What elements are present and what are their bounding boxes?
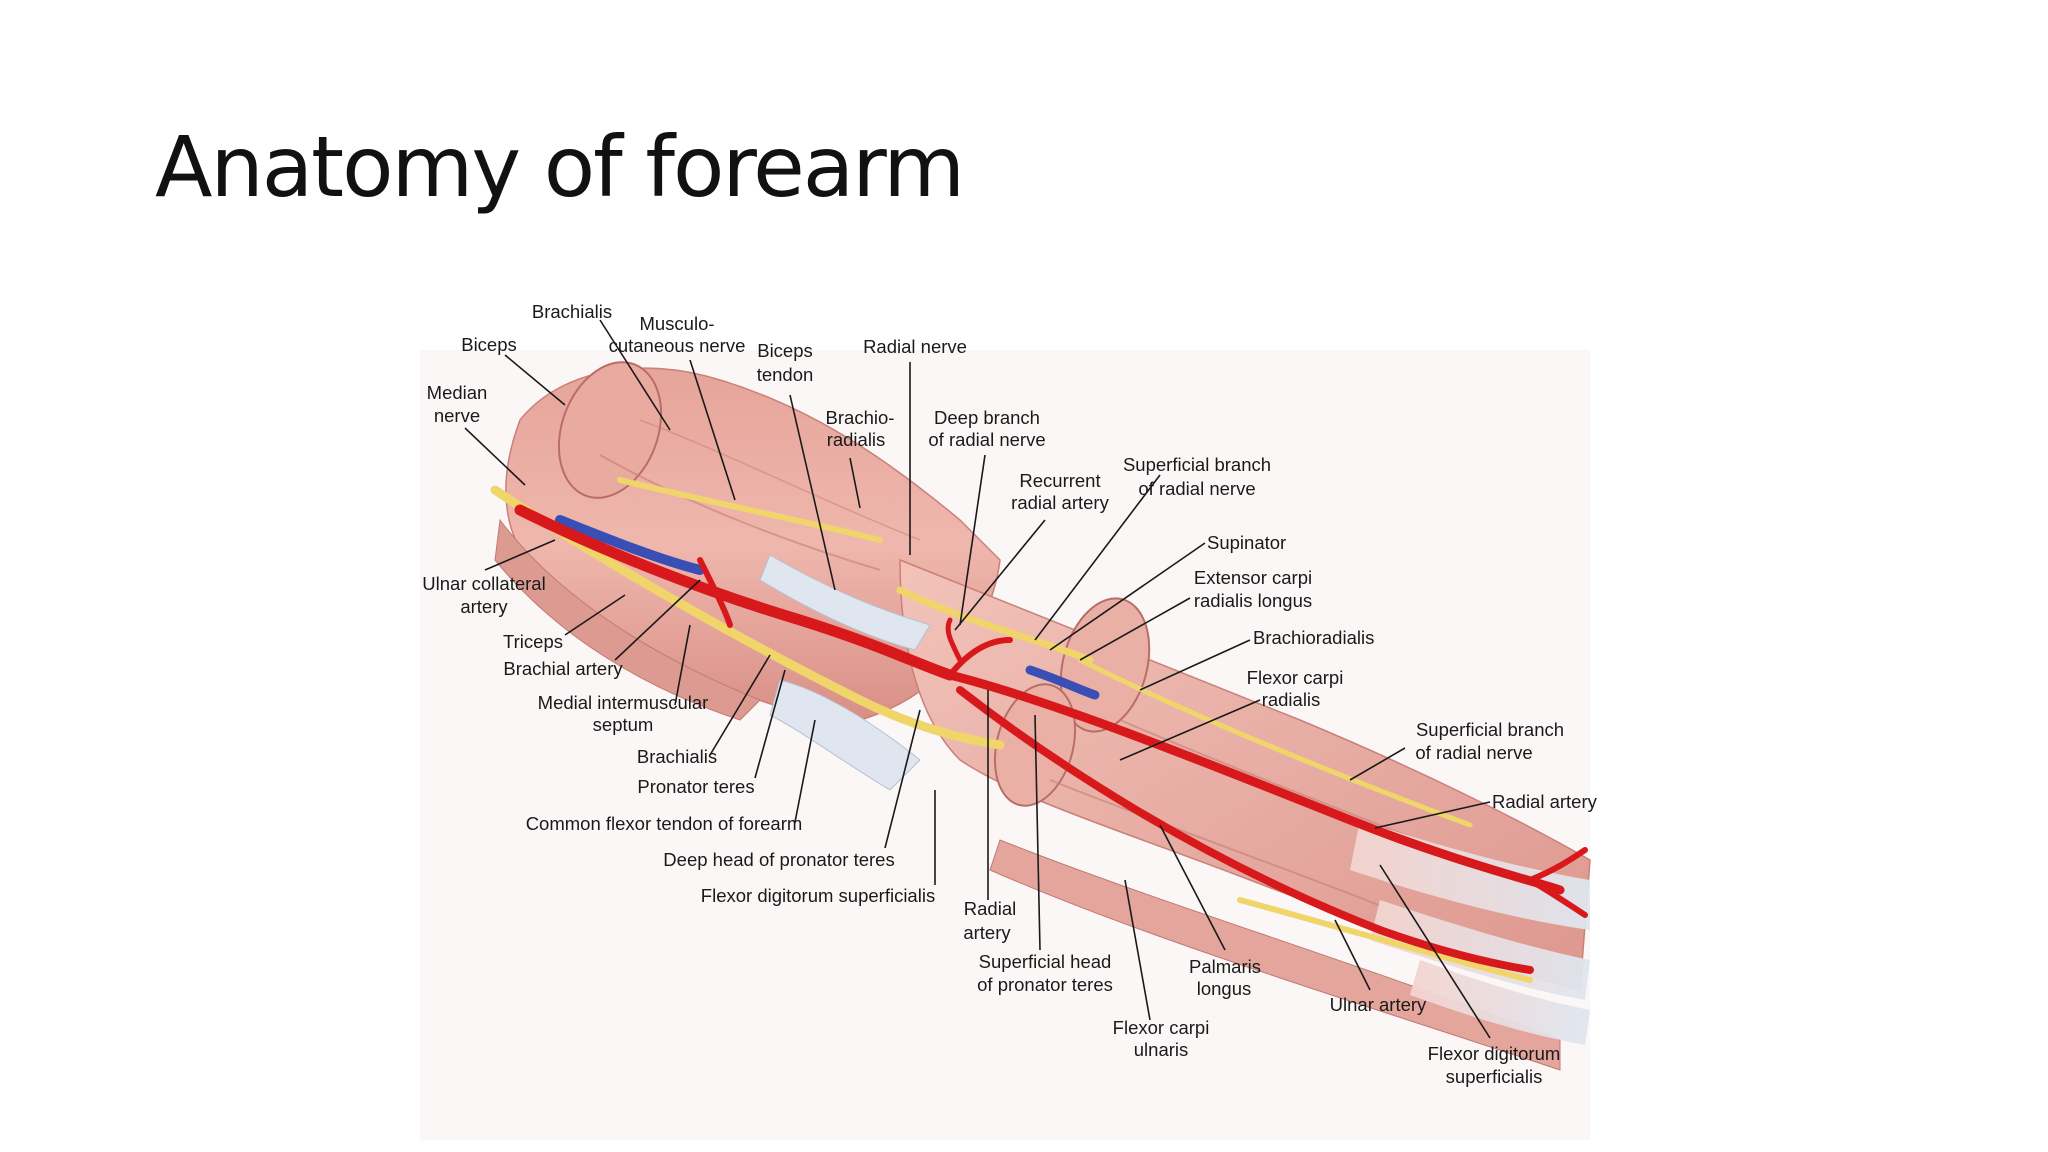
label-fcr-1: Flexor carpi bbox=[1247, 667, 1344, 688]
radial-nerve bbox=[896, 586, 1094, 664]
anatomy-labels: Brachialis Musculo- cutaneous nerve Bice… bbox=[422, 301, 1597, 1087]
median-nerve bbox=[490, 485, 1005, 750]
label-deep-head: Deep head of pronator teres bbox=[663, 849, 894, 870]
label-medial-septum-1: Medial intermuscular bbox=[538, 692, 709, 713]
label-radial-artery-right: Radial artery bbox=[1492, 791, 1598, 812]
slide-title: Anatomy of forearm bbox=[155, 118, 965, 216]
label-deep-branch-1: Deep branch bbox=[934, 407, 1040, 428]
label-recurrent-1: Recurrent bbox=[1019, 470, 1100, 491]
label-fcu-1: Flexor carpi bbox=[1113, 1017, 1210, 1038]
label-palmaris-2: longus bbox=[1197, 978, 1252, 999]
label-palmaris-1: Palmaris bbox=[1189, 956, 1261, 977]
label-superficial-branch-right-2: of radial nerve bbox=[1415, 742, 1532, 763]
label-brachialis-low: Brachialis bbox=[637, 746, 717, 767]
label-superficial-branch-right-1: Superficial branch bbox=[1416, 719, 1564, 740]
label-supinator: Supinator bbox=[1207, 532, 1286, 553]
label-brachioradialis-right: Brachioradialis bbox=[1253, 627, 1374, 648]
label-biceps: Biceps bbox=[461, 334, 517, 355]
label-radial-artery-low-1: Radial bbox=[964, 898, 1016, 919]
nerves bbox=[490, 477, 1533, 983]
label-median-nerve-2: nerve bbox=[434, 405, 480, 426]
label-ecrl-2: radialis longus bbox=[1194, 590, 1312, 611]
label-biceps-tendon-2: tendon bbox=[757, 364, 814, 385]
label-pronator-teres: Pronator teres bbox=[637, 776, 754, 797]
veins bbox=[555, 515, 1100, 700]
label-ulnar-collateral-2: artery bbox=[460, 596, 508, 617]
label-biceps-tendon-1: Biceps bbox=[757, 340, 813, 361]
label-musculocutaneous-2: cutaneous nerve bbox=[609, 335, 746, 356]
ulnar-side-nerve bbox=[1237, 897, 1533, 983]
label-fds-right-2: superficialis bbox=[1446, 1066, 1543, 1087]
label-common-flexor: Common flexor tendon of forearm bbox=[526, 813, 803, 834]
label-ulnar-artery: Ulnar artery bbox=[1330, 994, 1427, 1015]
label-triceps: Triceps bbox=[503, 631, 563, 652]
arteries bbox=[514, 504, 1588, 974]
label-superficial-head-2: of pronator teres bbox=[977, 974, 1113, 995]
label-fcu-2: ulnaris bbox=[1134, 1039, 1189, 1060]
label-brachialis-top: Brachialis bbox=[532, 301, 612, 322]
label-fds-right-1: Flexor digitorum bbox=[1428, 1043, 1561, 1064]
label-radial-nerve: Radial nerve bbox=[863, 336, 967, 357]
label-fds-left: Flexor digitorum superficialis bbox=[701, 885, 935, 906]
label-medial-septum-2: septum bbox=[593, 714, 654, 735]
label-brachioradialis-top-1: Brachio- bbox=[826, 407, 895, 428]
label-brachioradialis-top-2: radialis bbox=[827, 429, 886, 450]
label-ulnar-collateral-1: Ulnar collateral bbox=[422, 573, 545, 594]
label-fcr-2: radialis bbox=[1262, 689, 1321, 710]
label-superficial-head-1: Superficial head bbox=[979, 951, 1112, 972]
musculocutaneous-nerve bbox=[617, 477, 883, 543]
label-median-nerve-1: Median bbox=[427, 382, 488, 403]
radial-artery-vessel bbox=[945, 670, 1565, 895]
superficial-radial-nerve bbox=[1077, 657, 1473, 828]
leader-lines bbox=[464, 319, 1491, 1039]
ulnar-artery-vessel bbox=[956, 686, 1534, 974]
label-brachial-artery: Brachial artery bbox=[503, 658, 623, 679]
label-recurrent-2: radial artery bbox=[1011, 492, 1109, 513]
label-ecrl-1: Extensor carpi bbox=[1194, 567, 1312, 588]
label-superficial-branch-top-1: Superficial branch bbox=[1123, 454, 1271, 475]
label-deep-branch-2: of radial nerve bbox=[928, 429, 1045, 450]
label-radial-artery-low-2: artery bbox=[963, 922, 1011, 943]
label-superficial-branch-top-2: of radial nerve bbox=[1138, 478, 1255, 499]
label-musculocutaneous-1: Musculo- bbox=[639, 313, 714, 334]
brachial-artery-vessel bbox=[514, 504, 956, 681]
